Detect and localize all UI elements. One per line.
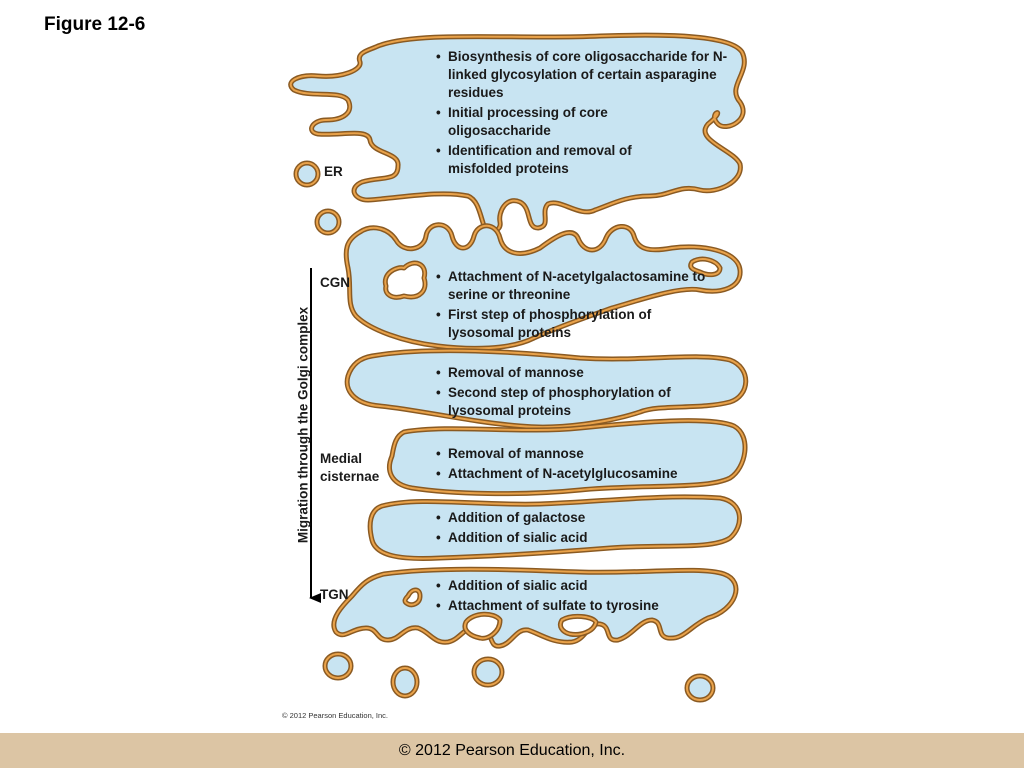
list-item: Second step of phosphorylation of lysoso… xyxy=(436,384,676,420)
er-functions-list: Biosynthesis of core oligosaccharide for… xyxy=(436,48,736,180)
medial-label-line2: cisternae xyxy=(320,469,380,484)
vesicle xyxy=(471,656,505,688)
list-item: Attachment of sulfate to tyrosine xyxy=(436,597,726,615)
list-item: Identification and removal of misfolded … xyxy=(436,142,658,178)
list-item: Removal of mannose xyxy=(436,364,676,382)
trans-functions-list: Addition of galactose Addition of sialic… xyxy=(436,509,696,549)
list-item: Removal of mannose xyxy=(436,445,736,463)
medial-cisternae-label: Medial cisternae xyxy=(320,450,379,486)
medial-label-line1: Medial xyxy=(320,451,363,466)
cis-functions-list: Removal of mannose Second step of phosph… xyxy=(436,364,676,422)
list-item: Addition of sialic acid xyxy=(436,577,726,595)
footer-band: © 2012 Pearson Education, Inc. xyxy=(0,733,1024,768)
list-item: Addition of sialic acid xyxy=(436,529,696,547)
cgn-functions-list: Attachment of N-acetylgalactosamine to s… xyxy=(436,268,736,344)
vesicle xyxy=(390,665,420,699)
vesicle xyxy=(314,208,342,236)
tgn-label: TGN xyxy=(320,587,349,602)
tgn-functions-list: Addition of sialic acid Attachment of su… xyxy=(436,577,726,617)
vesicle xyxy=(322,651,354,681)
footer-copyright: © 2012 Pearson Education, Inc. xyxy=(398,742,626,759)
er-label: ER xyxy=(324,164,343,179)
list-item: Addition of galactose xyxy=(436,509,696,527)
list-item: Biosynthesis of core oligosaccharide for… xyxy=(436,48,736,102)
migration-axis-label: Migration through the Golgi complex xyxy=(295,306,311,544)
vesicle xyxy=(684,673,716,703)
cgn-label: CGN xyxy=(320,275,350,290)
list-item: Attachment of N-acetylgalactosamine to s… xyxy=(436,268,736,304)
figure-title: Figure 12-6 xyxy=(44,14,146,35)
figure-copyright: © 2012 Pearson Education, Inc. xyxy=(282,711,389,720)
list-item: Attachment of N-acetylglucosamine xyxy=(436,465,736,483)
medial-functions-list: Removal of mannose Attachment of N-acety… xyxy=(436,445,736,485)
list-item: Initial processing of core oligosacchari… xyxy=(436,104,638,140)
list-item: First step of phosphorylation of lysosom… xyxy=(436,306,693,342)
vesicle xyxy=(293,160,321,188)
